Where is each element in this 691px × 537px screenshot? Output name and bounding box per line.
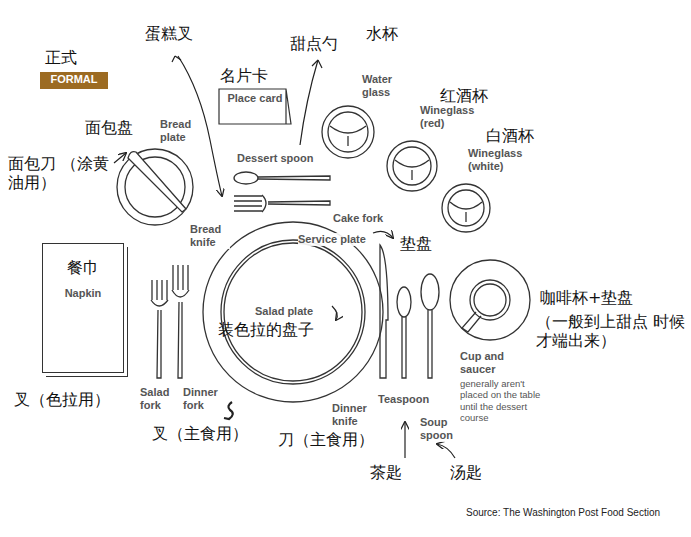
water-glass-label: Water glass (362, 73, 402, 99)
cup-label-zh: 咖啡杯+垫盘 (540, 288, 633, 307)
bread-plate (117, 149, 193, 225)
node-text: Place card (224, 92, 286, 104)
napkin-label: Napkin (47, 287, 119, 299)
dinner-knife (380, 245, 388, 378)
salad-plate-label-zh: 装色拉的盘子 (218, 320, 314, 339)
soup-spoon (421, 274, 439, 378)
dessert-spoon-label: Dessert spoon (237, 152, 313, 165)
red-wineglass-label-zh: 红酒杯 (440, 86, 488, 105)
red-wineglass (387, 141, 437, 191)
cup-note: generally aren't placed on the table unt… (460, 378, 544, 424)
napkin-label-zh: 餐巾 (47, 258, 119, 279)
salad-plate-label: Salad plate (255, 305, 313, 318)
cup-note-zh: （一般到上甜点 时候才端出来） (536, 312, 686, 350)
leader-line (312, 60, 322, 68)
node-text: FORMAL (45, 73, 103, 85)
salad-fork-label: Salad fork (140, 386, 180, 412)
water-glass-label-zh: 水杯 (366, 24, 398, 43)
teaspoon (397, 287, 411, 378)
bread-plate-label-zh: 面包盘 (85, 118, 133, 137)
place-card: Place card (218, 88, 292, 110)
leader-line (373, 231, 393, 238)
leader-line (224, 402, 233, 419)
red-wineglass-label: Wineglass (red) (420, 104, 482, 130)
water-glass (322, 106, 374, 158)
leader-line (172, 56, 181, 62)
salad-fork-label-zh: 叉（色拉用） (14, 390, 110, 409)
dinner-fork-label: Dinner fork (183, 386, 223, 412)
dessert-spoon-label-zh: 甜点勺 (290, 34, 338, 53)
white-wineglass-label: Wineglass (white) (468, 147, 530, 173)
dinner-knife-label-zh: 刀（主食用） (278, 430, 374, 449)
napkin: 餐巾 Napkin (42, 243, 124, 373)
leader-lines (114, 56, 455, 458)
service-plate-label: Service plate (298, 233, 366, 246)
bread-plate-label: Bread plate (160, 118, 200, 144)
dinner-knife-label: Dinner knife (332, 402, 372, 428)
cake-fork-label: Cake fork (333, 212, 383, 225)
salad-fork (151, 280, 168, 378)
dinner-fork-label-zh: 叉（主食用） (152, 424, 248, 443)
cake-fork-label-zh: 蛋糕叉 (145, 24, 193, 43)
service-plate-label-zh: 垫盘 (400, 234, 432, 253)
cake-fork (234, 195, 330, 212)
cup-and-saucer (450, 260, 530, 340)
leader-line (404, 422, 405, 458)
dinner-fork (172, 265, 189, 378)
title: 正式 (45, 48, 77, 67)
leader-line (114, 153, 126, 163)
leader-line (300, 60, 318, 145)
white-wineglass-label-zh: 白酒杯 (486, 126, 534, 145)
leader-line (332, 306, 337, 320)
bread-knife (128, 152, 186, 212)
bread-knife-label: Bread knife (190, 223, 230, 249)
white-wineglass (442, 184, 490, 232)
cup-label: Cup and saucer (460, 350, 530, 376)
formal-badge: FORMAL (40, 72, 108, 89)
soup-spoon-label: Soup spoon (420, 416, 460, 442)
soup-spoon-label-zh: 汤匙 (450, 463, 482, 482)
teaspoon-label: Teaspoon (378, 393, 429, 406)
service-plate (203, 222, 383, 402)
place-card-label-zh: 名片卡 (220, 66, 268, 85)
teaspoon-label-zh: 茶匙 (370, 463, 402, 482)
dessert-spoon (234, 172, 330, 184)
leader-line (437, 444, 455, 458)
place-card-shape (219, 89, 291, 124)
bread-knife-label-zh: 面包刀 （涂黄油用） (8, 154, 118, 192)
caption: Source: The Washington Post Food Section (466, 507, 660, 519)
